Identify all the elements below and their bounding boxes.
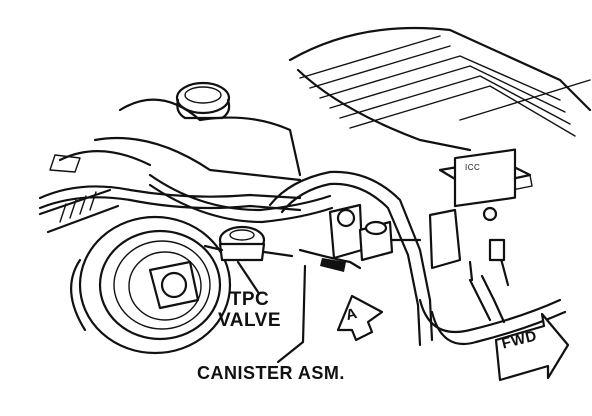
pulley xyxy=(70,215,232,355)
tpc-valve xyxy=(203,225,294,262)
fwd-arrow xyxy=(494,312,570,382)
engine-top-contour xyxy=(49,98,302,182)
hood-outline xyxy=(288,26,592,152)
vacuum-hoses xyxy=(38,170,434,347)
canister-bracket xyxy=(298,203,422,272)
vapor-relay-box xyxy=(428,148,517,287)
engine-tag-label: ICC xyxy=(465,163,481,172)
radiator-cap xyxy=(175,81,231,120)
canister-asm-label: CANISTER ASM. xyxy=(197,363,345,383)
ribbed-hose xyxy=(38,188,120,234)
tpc-valve-label-line1: TPC xyxy=(229,289,270,310)
leader-lines xyxy=(236,260,307,364)
tpc-valve-label: TPC VALVE xyxy=(218,289,281,331)
view-a-arrow xyxy=(336,294,384,342)
lower-pipes xyxy=(418,274,567,346)
tpc-valve-label-line2: VALVE xyxy=(218,310,282,331)
